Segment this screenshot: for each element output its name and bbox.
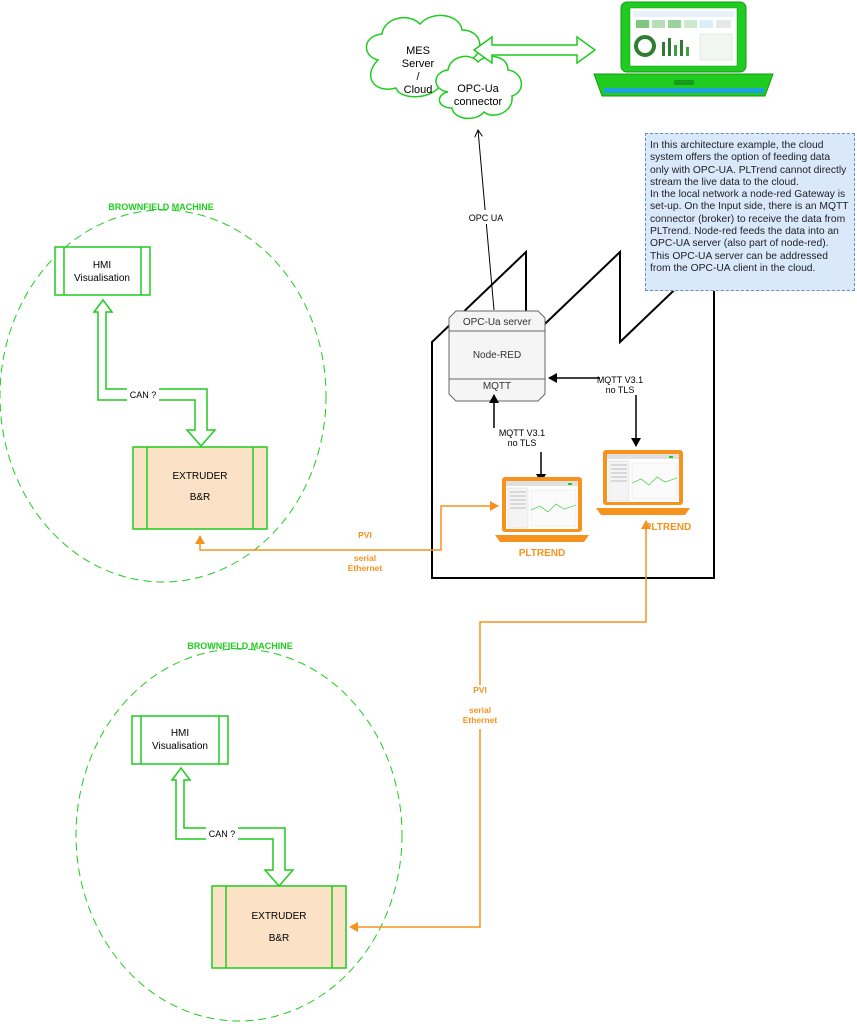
opcua-server-label: OPC-Ua server — [463, 317, 532, 328]
machine1-hmi: HMI Visualisation — [54, 246, 151, 296]
machine1-extruder-line1: EXTRUDER — [172, 471, 227, 482]
connector-line2: connector — [454, 96, 503, 108]
machine1-can-arrow — [92, 298, 217, 448]
opcua-connector-cloud: OPC-Ua connector — [435, 55, 522, 120]
machine2-title: BROWNFIELD MACHINE — [187, 641, 293, 651]
node-red-label: Node-RED — [473, 350, 521, 361]
pltrend-laptop-left: PLTREND — [495, 477, 589, 559]
mqtt-label-1b: no TLS — [508, 438, 537, 448]
mes-line4: Cloud — [404, 84, 433, 96]
cloud-dashboard-double-arrow — [472, 35, 597, 65]
dashboard-laptop — [593, 1, 774, 97]
machine2-pvi-link — [349, 764, 481, 932]
machine1-pvi-link-laptop — [433, 501, 499, 551]
brownfield-machine-1: BROWNFIELD MACHINE HMI Visualisation CAN… — [0, 202, 327, 583]
machine2-can-label: CAN ? — [209, 829, 236, 839]
brownfield-machine-2: BROWNFIELD MACHINE HMI Visualisation CAN… — [75, 641, 403, 1022]
machine1-link-serial: serial — [354, 553, 376, 563]
machine2-extruder: EXTRUDER B&R — [211, 885, 347, 969]
mes-line3: / — [416, 71, 420, 83]
machine2-extruder-line1: EXTRUDER — [251, 911, 306, 922]
machine1-hmi-line2: Visualisation — [74, 273, 130, 284]
machine2-extruder-line2: B&R — [269, 933, 290, 944]
machine1-extruder-line2: B&R — [190, 492, 211, 503]
machine2-link-pvi: PVI — [473, 685, 487, 695]
machine2-hmi: HMI Visualisation — [131, 715, 229, 765]
pltrend-right-label: PLTREND — [645, 522, 691, 533]
machine2-link-serial: serial — [469, 705, 491, 715]
machine2-hmi-line1: HMI — [171, 728, 189, 739]
pltrend-laptop-right: PLTREND — [596, 450, 691, 533]
machine1-extruder: EXTRUDER B&R — [132, 446, 268, 530]
machine1-link-pvi: PVI — [358, 530, 372, 540]
mqtt-label: MQTT — [483, 381, 511, 392]
machine2-link-ethernet: Ethernet — [463, 715, 498, 725]
opc-ua-label: OPC UA — [469, 213, 504, 223]
node-red-block: OPC-Ua server Node-RED MQTT — [448, 310, 546, 402]
mes-line2: Server — [402, 58, 435, 70]
mqtt-label-1a: MQTT V3.1 — [499, 428, 545, 438]
machine1-pvi-link — [195, 535, 433, 551]
machine1-title: BROWNFIELD MACHINE — [108, 202, 214, 212]
machine1-hmi-line1: HMI — [93, 260, 111, 271]
architecture-note: In this architecture example, the cloud … — [645, 133, 855, 291]
pltrend-left-label: PLTREND — [519, 548, 565, 559]
machine2-hmi-line2: Visualisation — [152, 741, 208, 752]
machine1-can-label: CAN ? — [130, 390, 157, 400]
mqtt-label-2b: no TLS — [606, 385, 635, 395]
mqtt-label-2a: MQTT V3.1 — [597, 375, 643, 385]
mes-line1: MES — [406, 45, 430, 57]
machine1-link-ethernet: Ethernet — [348, 563, 383, 573]
connector-line1: OPC-Ua — [457, 83, 499, 95]
